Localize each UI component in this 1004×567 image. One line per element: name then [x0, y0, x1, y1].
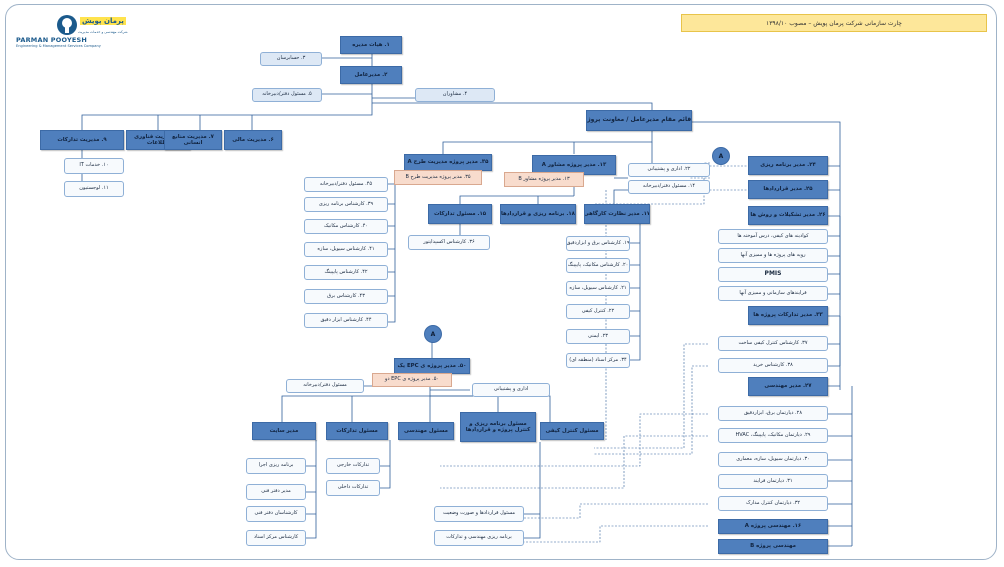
local-proc-node[interactable]: تدارکات داخلی [326, 480, 380, 496]
eng-civil-node[interactable]: ۳۰. دیارتمان سیویل، سازه، معماری [718, 452, 828, 467]
systems-item-2[interactable]: رویه های پروژه ها و ممیزی آنها [718, 248, 828, 263]
logistics-node[interactable]: ۱۱. لوجستیون [64, 181, 124, 197]
it-services-node[interactable]: ۱۰. خدمات IT [64, 158, 124, 174]
design-office-node[interactable]: ۴۵. مسئول دفتر/دبیرخانه [304, 177, 388, 192]
doc-center-exp-node[interactable]: کارشناس مرکز اسناد [246, 530, 306, 546]
procurement-mgmt-node[interactable]: ۹. مدیریت تدارکات [40, 130, 124, 150]
epc-mgr-b-node[interactable]: ۵۰. مدیر پروژه ی EPC دو [372, 373, 452, 387]
logo-mark-icon [57, 15, 77, 35]
plan-officer-node[interactable]: مسئول برنامه ریزی و کنترل پروژه و قراردا… [460, 412, 536, 442]
eng-proj-b-node[interactable]: مهندسی پروژه B [718, 539, 828, 554]
tech-office-exp-node[interactable]: کارشناسان دفتر فنی [246, 506, 306, 522]
systems-item-3[interactable]: PMIS [718, 267, 828, 282]
eng-plan-node[interactable]: برنامه ریزی مهندسی و تدارکات [434, 530, 524, 546]
eng-docs-node[interactable]: ۳۲. دیارتمان کنترل مدارک [718, 496, 828, 511]
epc-mgr-a-node[interactable]: ۵۰. مدیر پروژه ی EPC یک [394, 358, 470, 374]
design-plan-node[interactable]: ۳۹. کارشناس برنامه ریزی [304, 197, 388, 212]
sup-civil-node[interactable]: ۲۱. کارشناس سیویل، سازه [566, 281, 630, 296]
chart-title: چارت سازمانی شرکت پرمان پویش – مصوب ۱۳۹۸… [681, 14, 987, 32]
contracts-status-node[interactable]: مسئول قراردادها و صورت وضعیت [434, 506, 524, 522]
logo-persian-text: پرمان پویش [80, 17, 126, 25]
eng-officer-node[interactable]: مسئول مهندسی [398, 422, 454, 440]
sup-qc-node[interactable]: ۲۲. کنترل کیفی [566, 304, 630, 319]
consult-office-node[interactable]: ۱۴. مسئول دفتر/دبیرخانه [628, 180, 710, 194]
design-mgr-b-node[interactable]: ۳۵. مدیر پروژه مدیریت طرح B [394, 170, 482, 185]
proc-officer-node[interactable]: ۱۵. مسئول تدارکات [428, 204, 492, 224]
advisors-node[interactable]: ۴. مشاوران [415, 88, 495, 102]
eng-hvac-node[interactable]: ۲۹. دیارتمان مکانیک، پایپینگ، HVAC [718, 428, 828, 443]
design-instr-node[interactable]: ۴۴. کارشناس ابزار دقیق [304, 313, 388, 328]
deputy-node[interactable]: ۱۳. قائم مقام مدیرعامل / معاونت پروژه ها [586, 110, 692, 131]
design-elec-node[interactable]: ۴۳. کارشناس برق [304, 289, 388, 304]
site-super-node[interactable]: ۱۷. مدیر نظارت کارگاهی [584, 204, 650, 224]
exec-plan-node[interactable]: برنامه ریزی اجرا [246, 458, 306, 474]
eng-mgr-node[interactable]: ۲۷. مدیر مهندسی [748, 377, 828, 396]
logo-tagline: Engineering & Management Services Compan… [16, 44, 101, 48]
tech-office-mgr-node[interactable]: مدیر دفتر فنی [246, 484, 306, 500]
plan-contracts-node[interactable]: ۱۸. برنامه ریزی و قراردادها [500, 204, 576, 224]
company-logo: پرمان پویش شرکت مهندسی و خدمات مدیریت PA… [16, 14, 136, 48]
site-mgr-node[interactable]: مدیر سایت [252, 422, 316, 440]
chart-frame [5, 4, 997, 560]
admin-support-node[interactable]: ۲۲. اداری و پشتیبانی [628, 163, 710, 177]
consult-mgr-b-node[interactable]: ۱۳. مدیر پروژه مشاور B [504, 172, 584, 187]
qc-expert-node[interactable]: ۳۷. کارشناس کنترل کیفی ساخت [718, 336, 828, 351]
sup-docs-node[interactable]: ۳۴. مرکز اسناد (منطقه ای) [566, 353, 630, 368]
proc-mgr2-node[interactable]: مسئول تدارکات [326, 422, 388, 440]
eng-process-node[interactable]: ۳۱. دیارتمان فرایند [718, 474, 828, 489]
ceo-node[interactable]: ۲. مدیرعامل [340, 66, 402, 84]
ceo-office-node[interactable]: ۵. مسئول دفتر/دبیرخانه [252, 88, 322, 102]
finance-mgmt-node[interactable]: ۶. مدیریت مالی [224, 130, 282, 150]
sup-hse-node[interactable]: ۲۳. ایمنی [566, 329, 630, 344]
sup-mech-node[interactable]: ۲۰. کارشناس مکانیک، پایپینگ [566, 258, 630, 273]
sup-elec-node[interactable]: ۱۹. کارشناس برق و ابزاردقیق [566, 236, 630, 251]
design-civil-node[interactable]: ۴۱. کارشناس سیویل، سازه [304, 242, 388, 257]
systems-mgr-node[interactable]: ۲۶. مدیر تشکیلات و روش ها [748, 206, 828, 225]
auditor-node[interactable]: ۳. حسابرسان [260, 52, 322, 66]
eng-proj-a-node[interactable]: ۱۶. مهندسی پروژه A [718, 519, 828, 534]
eng-electric-node[interactable]: ۲۸. دیارتمان برق، ابزاردقیق [718, 406, 828, 421]
epc-office-node[interactable]: مسئول دفتر/دبیرخانه [286, 379, 364, 393]
hr-mgmt-node[interactable]: ۷. مدیریت منابع انسانی [164, 130, 222, 150]
circle-a-top: A [712, 147, 730, 165]
logo-english-text: PARMAN POOYESH [16, 36, 88, 44]
purchase-expert-node[interactable]: ۳۸. کارشناس خرید [718, 358, 828, 373]
epc-admin-node[interactable]: اداری و پشتیبانی [472, 383, 550, 397]
qc-officer-node[interactable]: مسئول کنترل کیفی [540, 422, 604, 440]
foreign-proc-node[interactable]: تدارکات خارجی [326, 458, 380, 474]
systems-item-1[interactable]: کوادینه های کیفی، درس آموخته ها [718, 229, 828, 244]
contracts-mgr-node[interactable]: ۲۵. مدیر قراردادها [748, 180, 828, 199]
design-mgr-a-node[interactable]: ۳۵. مدیر پروژه مدیریت طرح A [404, 154, 492, 171]
plan-mgr-node[interactable]: ۲۴. مدیر برنامه ریزی [748, 156, 828, 175]
proj-proc-mgr-node[interactable]: ۳۳. مدیر تدارکات پروژه ها [748, 306, 828, 325]
design-mech-node[interactable]: ۴۰. کارشناس مکانیک [304, 219, 388, 234]
circle-a-mid: A [424, 325, 442, 343]
systems-item-4[interactable]: فرایندهای سازمانی و ممیزی آنها [718, 286, 828, 301]
board-node[interactable]: ۱. هیات مدیره [340, 36, 402, 54]
design-piping-node[interactable]: ۴۲. کارشناس پایپینگ [304, 265, 388, 280]
expediting-node[interactable]: ۳۶. کارشناس اکسپدایتور [408, 235, 490, 250]
logo-subtitle-text: شرکت مهندسی و خدمات مدیریت [78, 30, 128, 34]
